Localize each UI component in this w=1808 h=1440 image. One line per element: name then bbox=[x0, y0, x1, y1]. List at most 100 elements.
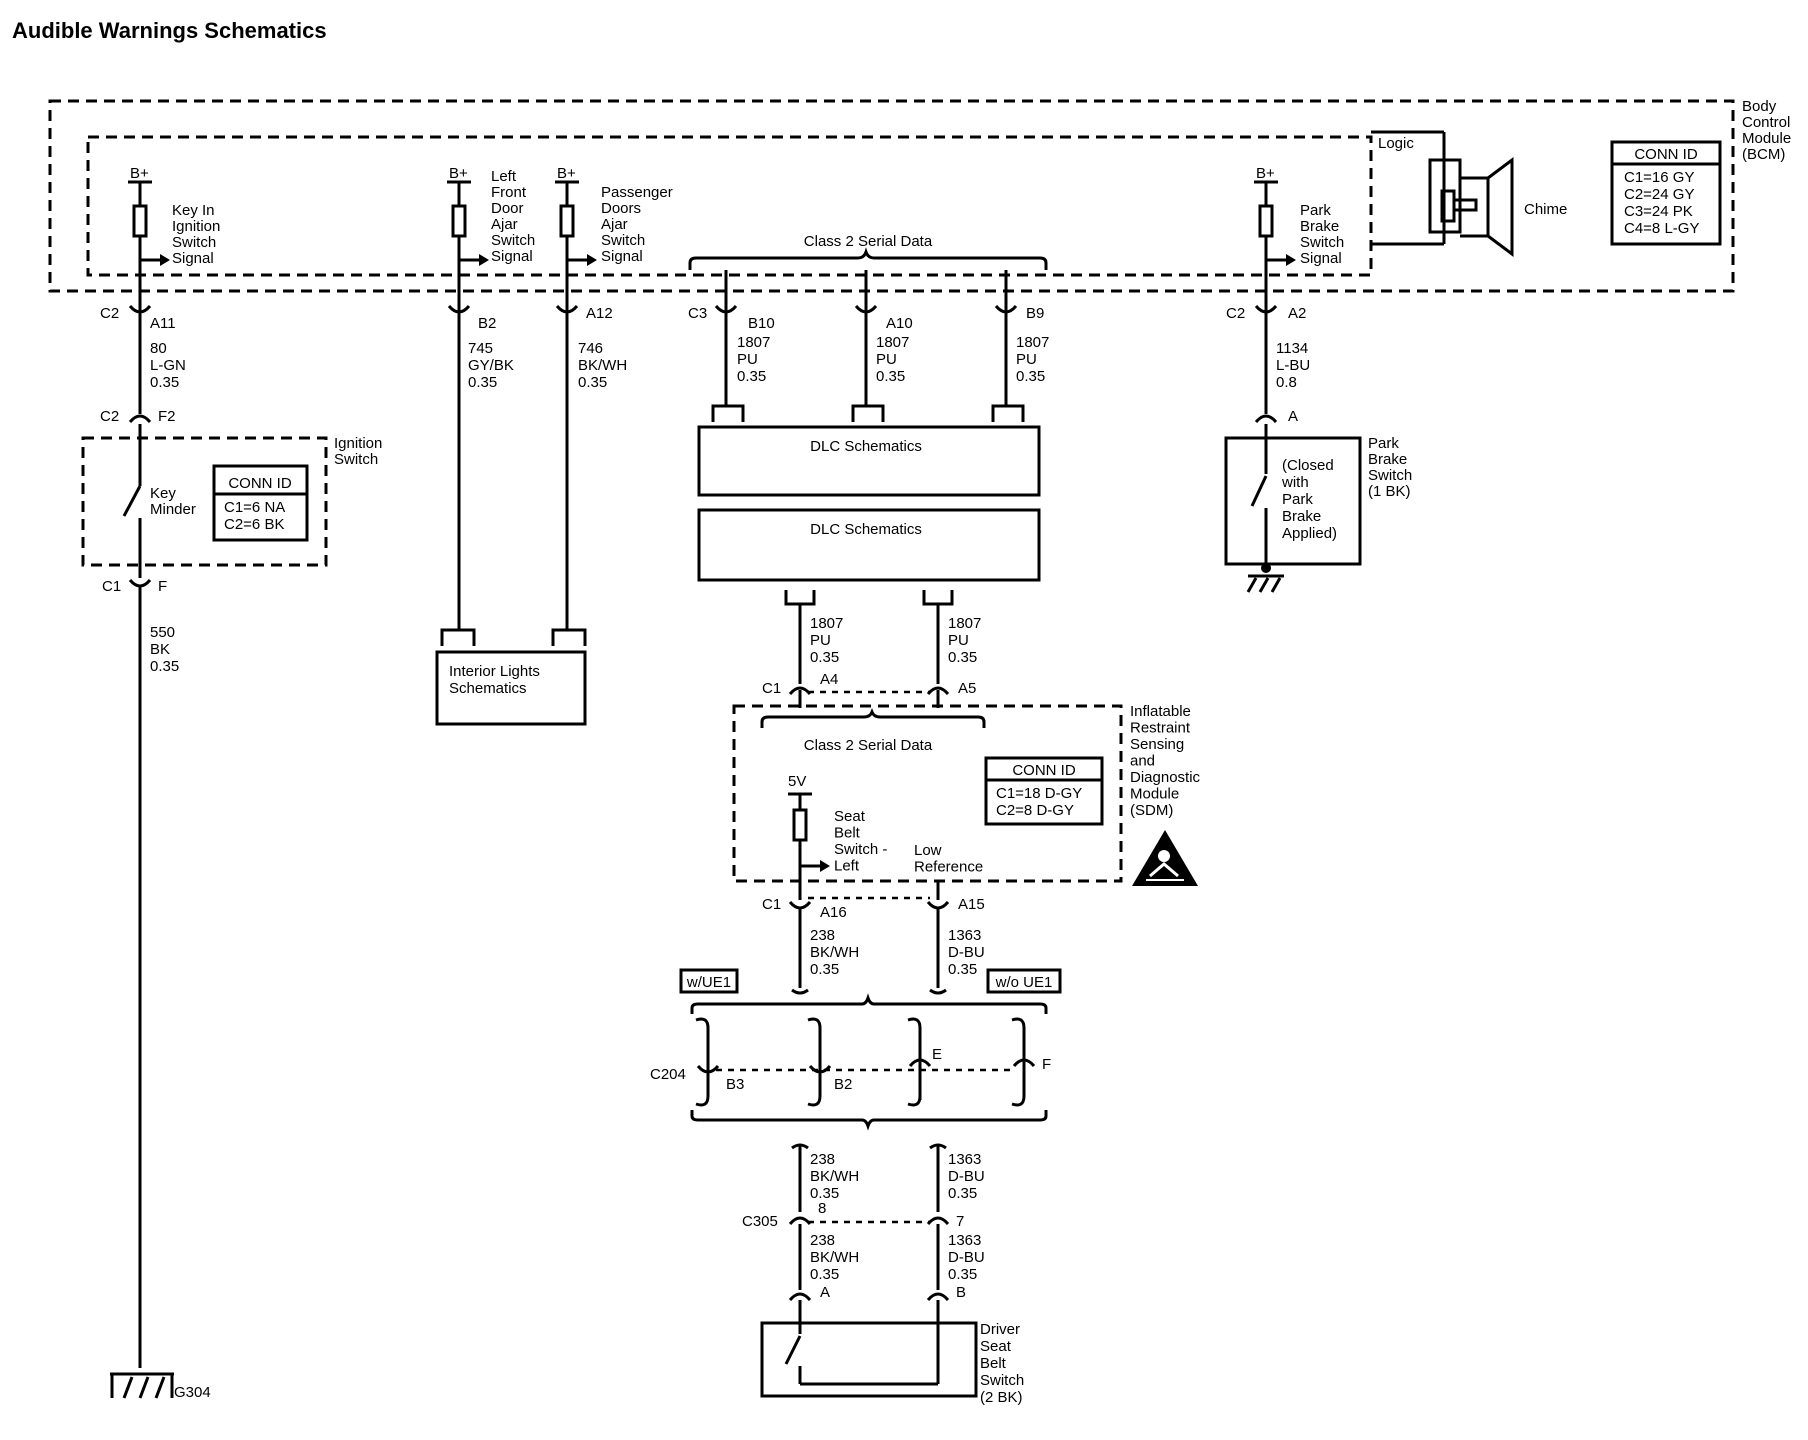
text-line: Belt bbox=[834, 825, 861, 842]
text-line: C1=6 NA bbox=[224, 499, 285, 516]
pin-f: F bbox=[158, 578, 167, 595]
pin-f: F bbox=[1042, 1056, 1051, 1073]
chime-label: Chime bbox=[1524, 201, 1567, 218]
supply-label: B+ bbox=[1256, 165, 1275, 182]
connector-c1: C1 bbox=[762, 680, 781, 697]
text-line: Passenger bbox=[601, 184, 673, 201]
text-line: 0.35 bbox=[810, 1185, 839, 1202]
text-line: C1=16 GY bbox=[1624, 169, 1694, 186]
text-line: Switch bbox=[1300, 234, 1344, 251]
text-line: 0.35 bbox=[876, 368, 905, 385]
ground-g304: G304 bbox=[110, 1372, 211, 1401]
text-line: Signal bbox=[491, 248, 533, 265]
text-line: 1363 bbox=[948, 1232, 981, 1249]
text-line: C2=8 D-GY bbox=[996, 802, 1074, 819]
text-line: Switch bbox=[1368, 467, 1412, 484]
text-line: 0.35 bbox=[150, 658, 179, 675]
text-line: (SDM) bbox=[1130, 802, 1173, 819]
text-line: Door bbox=[491, 200, 524, 217]
pin-a: A bbox=[820, 1284, 830, 1301]
text-line: Key bbox=[150, 485, 176, 502]
class2-serial-data-brace: Class 2 Serial Data bbox=[688, 233, 1048, 270]
text-line: PU bbox=[1016, 351, 1037, 368]
text-line: Switch bbox=[601, 232, 645, 249]
text-line: (Closed bbox=[1282, 457, 1334, 474]
pin-8: 8 bbox=[818, 1200, 826, 1217]
dlc-schematics-lower: DLC Schematics bbox=[697, 508, 1041, 582]
connector-c2: C2 bbox=[100, 305, 119, 322]
pin-b: B bbox=[956, 1284, 966, 1301]
text-line: Ajar bbox=[491, 216, 518, 233]
text-line: 238 bbox=[810, 1232, 835, 1249]
text-line: Applied) bbox=[1282, 525, 1337, 542]
text-line: Seat bbox=[834, 808, 866, 825]
text-line: 1807 bbox=[737, 334, 770, 351]
text-line: Module bbox=[1742, 130, 1791, 147]
text-line: C4=8 L-GY bbox=[1624, 220, 1699, 237]
text-line: 550 bbox=[150, 624, 175, 641]
text-line: 0.35 bbox=[948, 961, 977, 978]
text-line: Diagnostic bbox=[1130, 769, 1201, 786]
text-line: 0.35 bbox=[948, 649, 977, 666]
text-line: (1 BK) bbox=[1368, 483, 1411, 500]
text-line: Module bbox=[1130, 786, 1179, 803]
text-line: Switch bbox=[172, 234, 216, 251]
ignition-conn-id-title: CONN ID bbox=[228, 475, 292, 492]
text-line: Key In bbox=[172, 202, 215, 219]
bcm-connector-pins: C2 A11 B2 A12 C3 B10 A10 B9 C2 A2 bbox=[100, 270, 1306, 332]
text-line: 1363 bbox=[948, 1151, 981, 1168]
text-line: 0.35 bbox=[468, 374, 497, 391]
text-line: 0.35 bbox=[810, 961, 839, 978]
text-line: BK/WH bbox=[578, 357, 627, 374]
text-line: 0.35 bbox=[578, 374, 607, 391]
text-line: 0.35 bbox=[150, 374, 179, 391]
supply-label: B+ bbox=[449, 165, 468, 182]
text-line: 1807 bbox=[948, 615, 981, 632]
connector-c3: C3 bbox=[688, 305, 707, 322]
pin-b9: B9 bbox=[1026, 305, 1044, 322]
text-line: BK/WH bbox=[810, 1168, 859, 1185]
option-without-ue1: w/o UE1 bbox=[986, 968, 1062, 994]
connector-c2: C2 bbox=[100, 408, 119, 425]
text-line: Park bbox=[1300, 202, 1331, 219]
text-line: C2=24 GY bbox=[1624, 186, 1694, 203]
sdm-class2-label: Class 2 Serial Data bbox=[804, 737, 933, 754]
connector-c305-label: C305 bbox=[742, 1213, 778, 1230]
text-line: 0.35 bbox=[1016, 368, 1045, 385]
text-line: (2 BK) bbox=[980, 1389, 1023, 1406]
text-line: C2=6 BK bbox=[224, 516, 284, 533]
text-line: Switch bbox=[334, 451, 378, 468]
connector-c1: C1 bbox=[762, 896, 781, 913]
text-line: PU bbox=[810, 632, 831, 649]
text-line: PU bbox=[948, 632, 969, 649]
text-line: GY/BK bbox=[468, 357, 514, 374]
text-line: Left bbox=[491, 168, 517, 185]
text-line: Minder bbox=[150, 501, 196, 518]
text-line: 746 bbox=[578, 340, 603, 357]
text-line: Signal bbox=[601, 248, 643, 265]
connector-c1: C1 bbox=[102, 578, 121, 595]
text-line: 1807 bbox=[1016, 334, 1049, 351]
text-line: Park bbox=[1368, 435, 1399, 452]
